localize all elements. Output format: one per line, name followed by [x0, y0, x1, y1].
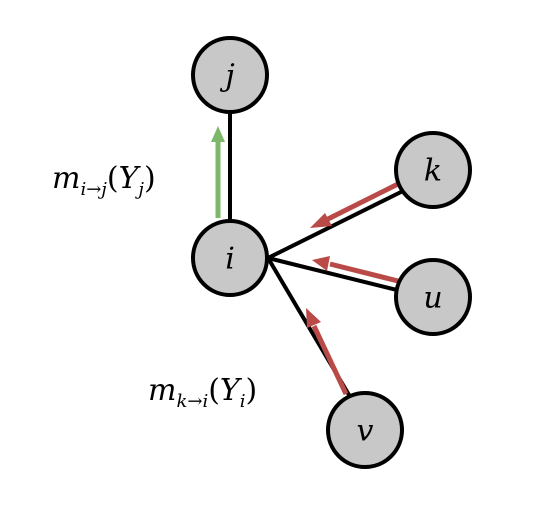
incoming-message-arrow-v [306, 308, 349, 396]
node-label-i: i [225, 242, 235, 277]
outgoing-message-label: mi→j(Yj) [52, 161, 156, 200]
node-j: j [191, 36, 269, 114]
node-k: k [394, 131, 472, 209]
node-label-v: v [357, 414, 374, 449]
outgoing-message-arrow [211, 126, 225, 218]
node-label-k: k [424, 154, 442, 189]
incoming-message-label: mk→i(Yi) [148, 373, 257, 412]
node-i: i [191, 219, 269, 297]
node-v: v [326, 391, 404, 469]
incoming-message-arrow-u [312, 256, 399, 284]
incoming-message-arrow-k [310, 181, 400, 228]
edge-i-u [266, 256, 407, 294]
edge-i-k [266, 188, 407, 260]
node-label-u: u [423, 281, 442, 316]
node-u: u [394, 258, 472, 336]
